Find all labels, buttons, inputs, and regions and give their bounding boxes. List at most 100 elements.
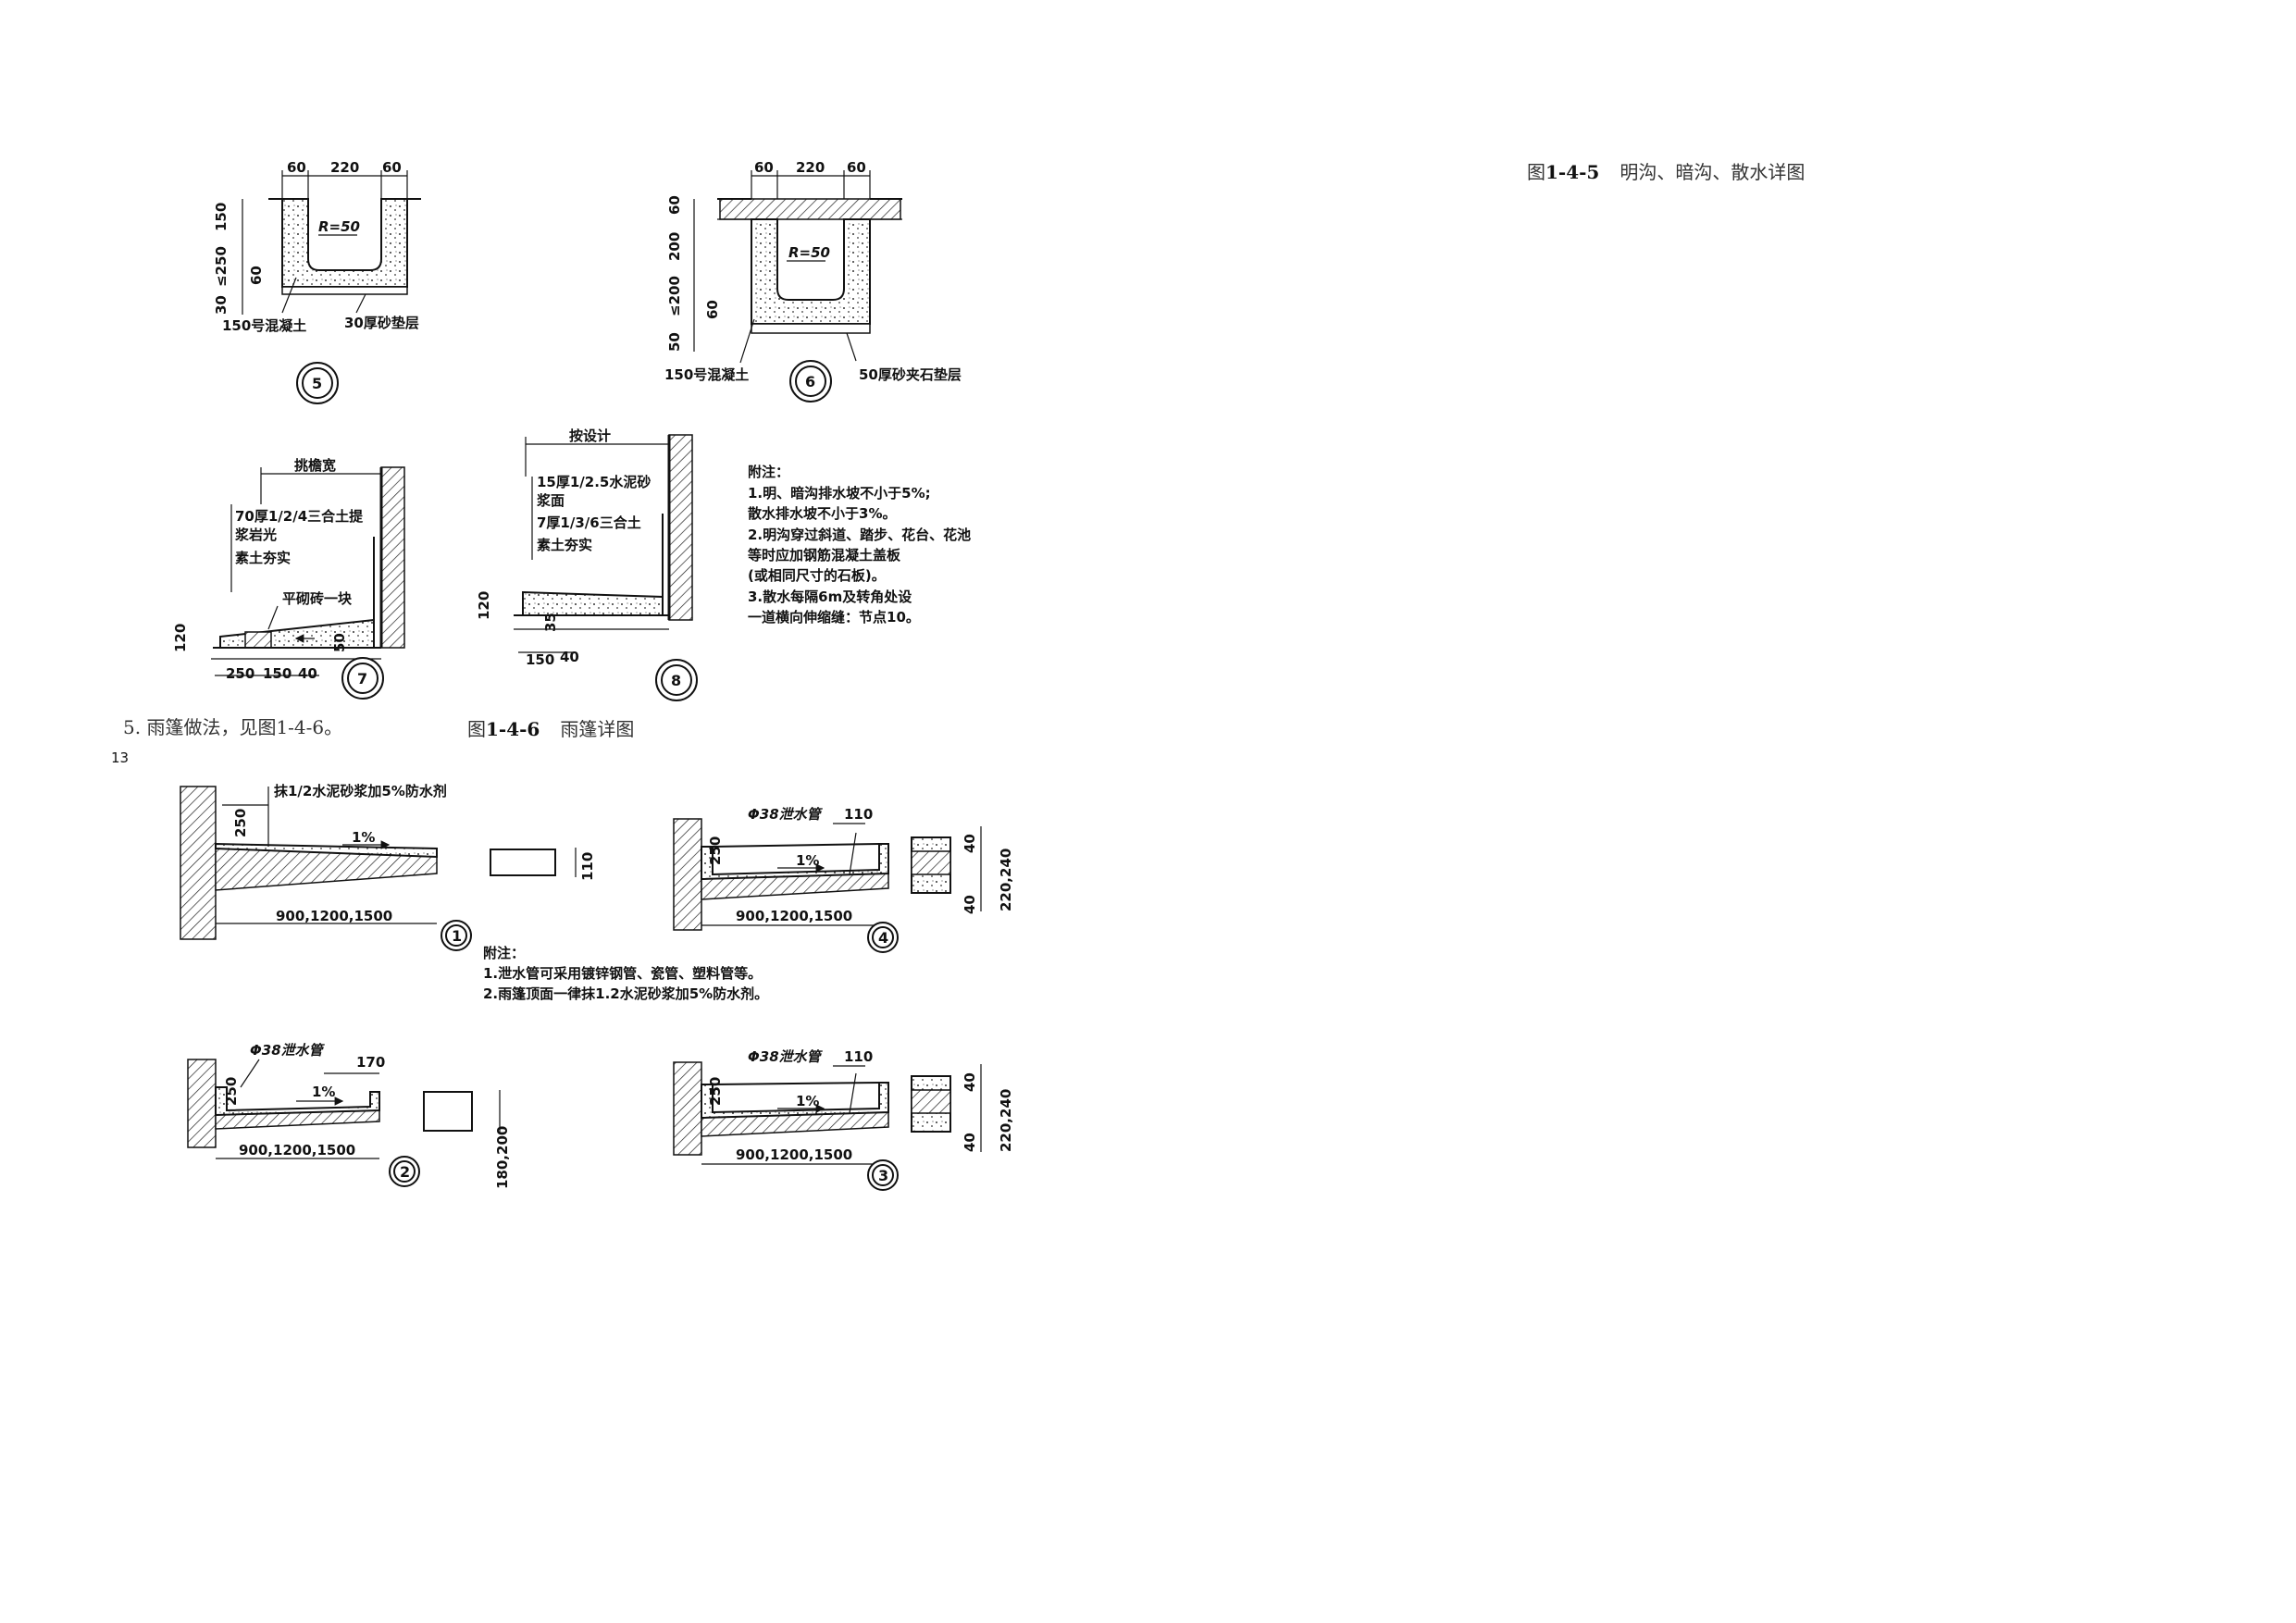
dim-250: 250 xyxy=(707,836,724,865)
canopy-detail-4: Φ38泄水管 110 250 1% 900,1200,1500 40 40 22… xyxy=(673,806,1014,953)
detail-7-apron: 挑檐宽 70厚1/2/4三合土提 浆岩光 素土夯实 平砌砖一块 250 150 … xyxy=(172,457,405,700)
canopy-paragraph: 5. 雨篷做法，见图1-4-6。 xyxy=(123,716,342,738)
detail-number-2: 2 xyxy=(400,1163,410,1181)
slope-1pct: 1% xyxy=(796,852,819,869)
label-layer-2: 7厚1/3/6三合土 xyxy=(537,514,641,531)
dim-220: 220 xyxy=(330,159,359,176)
note-line-2: 2.雨篷顶面一律抹1.2水泥砂浆加5%防水剂。 xyxy=(483,985,768,1002)
label-eaves-width: 挑檐宽 xyxy=(294,457,336,474)
notes-figure-1-4-6: 附注： 1.泄水管可采用镀锌钢管、瓷管、塑料管等。 2.雨篷顶面一律抹1.2水泥… xyxy=(483,945,768,1002)
dim-60-left: 60 xyxy=(754,159,774,176)
dim-250: 250 xyxy=(226,665,254,682)
note-line-3: 2.明沟穿过斜道、踏步、花台、花池 xyxy=(748,527,971,543)
dim-30: 30 xyxy=(213,295,230,315)
dim-60-slab: 60 xyxy=(666,195,683,215)
dim-220-240: 220,240 xyxy=(998,1089,1014,1152)
dim-60-right: 60 xyxy=(382,159,402,176)
label-per-design: 按设计 xyxy=(569,427,611,444)
label-drain-pipe: Φ38泄水管 xyxy=(748,1048,824,1065)
dim-40: 40 xyxy=(560,649,579,665)
label-concrete: 150号混凝土 xyxy=(222,317,306,334)
notes-title: 附注： xyxy=(748,464,789,480)
detail-number-4: 4 xyxy=(878,929,888,947)
dim-250: 250 xyxy=(232,809,249,837)
label-layer-2: 素土夯实 xyxy=(235,550,291,566)
slope-1pct: 1% xyxy=(312,1084,335,1100)
detail-number-6: 6 xyxy=(805,373,815,390)
dim-50: 50 xyxy=(666,332,683,352)
notes-title: 附注： xyxy=(483,945,525,961)
dim-40-top: 40 xyxy=(962,834,978,853)
note-line-6: 3.散水每隔6m及转角处设 xyxy=(748,588,912,605)
notes-figure-1-4-5: 附注： 1.明、暗沟排水坡不小于5%; 散水排水坡不小于3%。 2.明沟穿过斜道… xyxy=(748,464,971,626)
dim-50: 50 xyxy=(331,633,348,652)
page-number: 13 xyxy=(111,750,129,766)
dim-220-240: 220,240 xyxy=(998,849,1014,911)
slope-1pct: 1% xyxy=(796,1093,819,1109)
detail-6-covered-ditch: 60 220 60 60 200 ≤200 60 50 R=50 150号混凝土… xyxy=(664,159,962,403)
dim-40-bottom: 40 xyxy=(962,1133,978,1152)
dim-span: 900,1200,1500 xyxy=(239,1142,355,1158)
dim-le200: ≤200 xyxy=(666,276,683,316)
label-layer-3: 素土夯实 xyxy=(537,537,592,553)
detail-number-5: 5 xyxy=(312,375,322,392)
slope-1pct: 1% xyxy=(352,829,375,846)
label-layer-1b: 浆面 xyxy=(537,492,565,509)
label-layer-1a: 70厚1/2/4三合土提 xyxy=(235,508,364,525)
label-brick: 平砌砖一块 xyxy=(282,590,353,607)
radius-label: R=50 xyxy=(788,244,830,261)
note-line-1: 1.明、暗沟排水坡不小于5%; xyxy=(748,485,931,502)
radius-label: R=50 xyxy=(318,218,360,235)
dim-200: 200 xyxy=(666,232,683,261)
dim-110: 110 xyxy=(579,852,596,881)
label-sand: 30厚砂垫层 xyxy=(344,315,419,331)
detail-number-1: 1 xyxy=(452,927,462,945)
dim-150: 150 xyxy=(526,651,554,668)
dim-150: 150 xyxy=(213,203,230,231)
dim-120: 120 xyxy=(476,591,492,620)
dim-span: 900,1200,1500 xyxy=(736,1146,852,1163)
svg-text:图1-4-5明沟、暗沟、散水详图: 图1-4-5明沟、暗沟、散水详图 xyxy=(1527,161,1805,183)
dim-60-right: 60 xyxy=(847,159,866,176)
note-line-5: (或相同尺寸的石板)。 xyxy=(748,567,886,584)
dim-35: 35 xyxy=(542,613,559,632)
note-line-1: 1.泄水管可采用镀锌钢管、瓷管、塑料管等。 xyxy=(483,965,762,982)
dim-110: 110 xyxy=(844,806,873,823)
label-layer-1b: 浆岩光 xyxy=(235,527,277,543)
detail-number-3: 3 xyxy=(878,1167,888,1184)
canopy-detail-1: 抹1/2水泥砂浆加5%防水剂 250 1% 900,1200,1500 110 … xyxy=(180,783,596,951)
label-waterproof: 抹1/2水泥砂浆加5%防水剂 xyxy=(274,783,447,799)
section-5-text: 5. 雨篷做法，见图1-4-6。 xyxy=(123,716,342,738)
detail-5-open-ditch: 60 220 60 150 ≤250 60 30 R=50 150号混凝土 30… xyxy=(213,159,421,404)
detail-8-apron: 按设计 15厚1/2.5水泥砂 浆面 7厚1/3/6三合土 素土夯实 150 4… xyxy=(476,427,698,701)
dim-40: 40 xyxy=(298,665,317,682)
dim-span: 900,1200,1500 xyxy=(736,908,852,924)
dim-40-bottom: 40 xyxy=(962,895,978,914)
dim-60: 60 xyxy=(248,266,265,285)
dim-le250: ≤250 xyxy=(213,246,230,287)
note-line-4: 等时应加钢筋混凝土盖板 xyxy=(748,547,901,564)
dim-60-base: 60 xyxy=(704,300,721,319)
canopy-detail-3: Φ38泄水管 110 250 1% 900,1200,1500 40 40 22… xyxy=(673,1048,1014,1191)
canopy-detail-2: Φ38泄水管 170 250 1% 900,1200,1500 180,200 … xyxy=(187,1042,511,1189)
detail-number-8: 8 xyxy=(671,672,681,689)
dim-150: 150 xyxy=(263,665,292,682)
label-concrete: 150号混凝土 xyxy=(664,366,749,383)
dim-180-200: 180,200 xyxy=(494,1126,511,1189)
label-drain-pipe: Φ38泄水管 xyxy=(250,1042,326,1059)
note-line-2: 散水排水坡不小于3%。 xyxy=(748,505,896,522)
dim-110: 110 xyxy=(844,1048,873,1065)
detail-number-7: 7 xyxy=(357,670,367,688)
dim-40-top: 40 xyxy=(962,1072,978,1092)
label-layer-1a: 15厚1/2.5水泥砂 xyxy=(537,474,651,490)
dim-250: 250 xyxy=(223,1077,240,1106)
label-gravel: 50厚砂夹石垫层 xyxy=(859,366,962,383)
note-line-7: 一道横向伸缩缝：节点10。 xyxy=(748,609,920,626)
dim-span: 900,1200,1500 xyxy=(276,908,392,924)
dim-250: 250 xyxy=(707,1077,724,1106)
dim-220: 220 xyxy=(796,159,825,176)
